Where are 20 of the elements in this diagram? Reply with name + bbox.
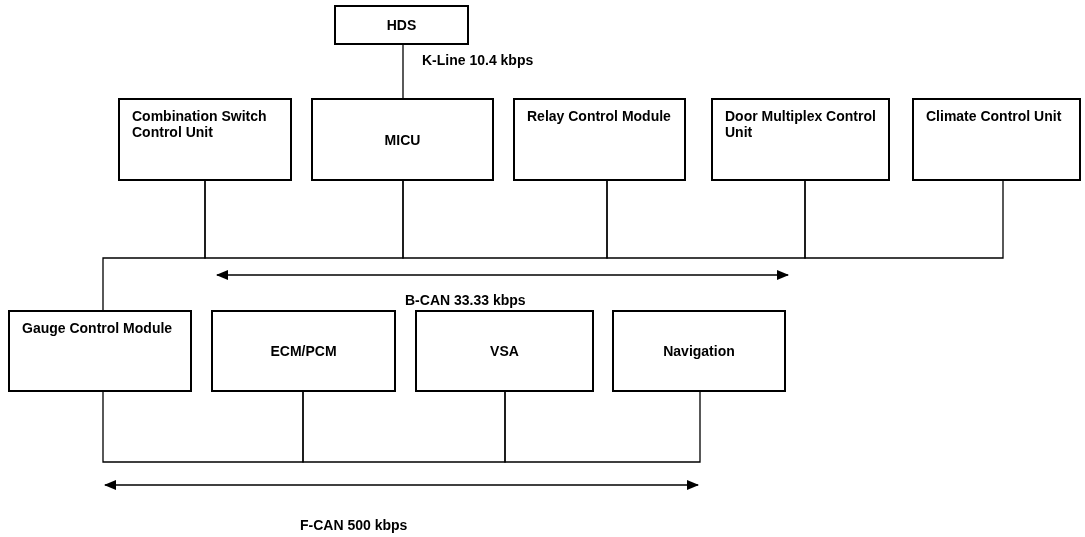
bus-line bbox=[302, 391, 506, 463]
bus-label: F-CAN 500 kbps bbox=[300, 516, 408, 535]
control-unit-box: Relay Control Module bbox=[513, 98, 686, 181]
bus-line bbox=[504, 391, 701, 463]
bus-label: B-CAN 33.33 kbps bbox=[405, 291, 526, 310]
control-unit-box: MICU bbox=[311, 98, 494, 181]
bus-line bbox=[402, 44, 404, 99]
control-unit-box: Navigation bbox=[612, 310, 786, 392]
control-unit-box: Combination Switch Control Unit bbox=[118, 98, 292, 181]
bus-line bbox=[804, 180, 1004, 259]
control-unit-box: VSA bbox=[415, 310, 594, 392]
bus-line bbox=[402, 180, 608, 259]
control-unit-box: HDS bbox=[334, 5, 469, 45]
control-unit-box: Climate Control Unit bbox=[912, 98, 1081, 181]
control-unit-box: Gauge Control Module bbox=[8, 310, 192, 392]
bus-line bbox=[102, 391, 304, 463]
control-unit-box: Door Multiplex Control Unit bbox=[711, 98, 890, 181]
bus-line bbox=[204, 180, 404, 259]
bus-line bbox=[606, 180, 806, 259]
control-unit-box: ECM/PCM bbox=[211, 310, 396, 392]
